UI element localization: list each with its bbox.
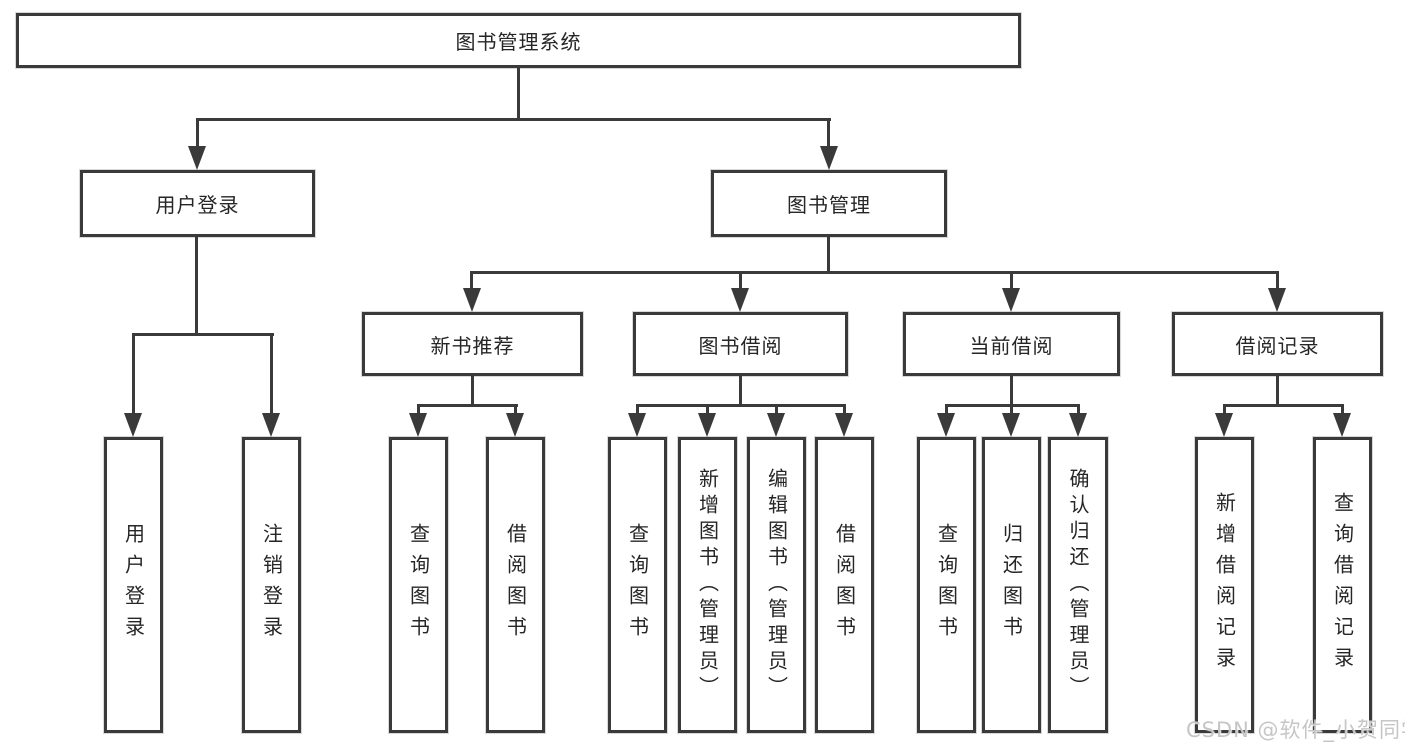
arrow-down-icon: [409, 413, 427, 437]
connector-line: [1276, 271, 1279, 292]
connector-line: [739, 271, 742, 292]
arrow-down-icon: [124, 413, 142, 437]
leaf-add-borrow-record: 新增借阅记录: [1195, 437, 1254, 733]
connector-line: [195, 237, 198, 335]
node-book-management: 图书管理: [711, 170, 947, 237]
leaf-label: 注销登录: [259, 523, 284, 647]
leaf-label: 新增图书（管理员）: [695, 468, 720, 702]
arrow-down-icon: [767, 413, 785, 437]
connector-line: [470, 271, 473, 292]
node-label: 借阅记录: [1235, 333, 1320, 358]
connector-line: [1010, 404, 1013, 418]
connector-line: [1341, 404, 1344, 418]
connector-line: [1223, 404, 1344, 407]
arrow-down-icon: [1069, 413, 1087, 437]
connector-line: [843, 404, 846, 418]
arrow-down-icon: [1002, 288, 1020, 312]
connector-line: [196, 118, 199, 150]
leaf-confirm-return-admin: 确认归还（管理员）: [1048, 437, 1108, 733]
leaf-query-books-recommend: 查询图书: [389, 437, 448, 733]
arrow-down-icon: [698, 413, 716, 437]
leaf-add-books-admin: 新增图书（管理员）: [678, 437, 737, 733]
arrow-down-icon: [835, 413, 853, 437]
arrow-down-icon: [262, 413, 280, 437]
node-new-book-recommend: 新书推荐: [362, 312, 583, 376]
connector-line: [636, 404, 846, 407]
leaf-query-books-borrow: 查询图书: [608, 437, 667, 733]
leaf-logout: 注销登录: [242, 437, 301, 733]
arrow-down-icon: [1333, 413, 1351, 437]
arrow-down-icon: [188, 146, 206, 170]
connector-line: [196, 118, 831, 121]
connector-line: [471, 376, 474, 406]
connector-line: [471, 271, 1279, 274]
node-book-borrow: 图书借阅: [633, 312, 848, 376]
leaf-borrow-books: 借阅图书: [815, 437, 874, 733]
leaf-label: 新增借阅记录: [1212, 492, 1237, 678]
connector-line: [417, 404, 518, 407]
node-label: 图书管理系统: [455, 30, 582, 54]
leaf-label: 借阅图书: [832, 523, 857, 647]
arrow-down-icon: [1002, 413, 1020, 437]
leaf-label: 用户登录: [121, 523, 146, 647]
csdn-watermark: CSDN @软件_小贺同学: [1186, 718, 1405, 742]
connector-line: [132, 333, 274, 336]
leaf-edit-books-admin: 编辑图书（管理员）: [747, 437, 806, 733]
arrow-down-icon: [1215, 413, 1233, 437]
leaf-label: 归还图书: [999, 523, 1024, 647]
node-label: 用户登录: [155, 193, 240, 217]
connector-line: [636, 404, 639, 418]
leaf-return-books: 归还图书: [982, 437, 1041, 733]
node-current-borrow: 当前借阅: [903, 312, 1120, 376]
arrow-down-icon: [937, 413, 955, 437]
node-label: 图书借阅: [698, 333, 783, 358]
arrow-down-icon: [506, 413, 524, 437]
connector-line: [706, 404, 709, 418]
connector-line: [514, 404, 517, 418]
connector-line: [417, 404, 420, 418]
connector-line: [739, 376, 742, 406]
connector-line: [1276, 376, 1279, 406]
leaf-label: 查询借阅记录: [1330, 492, 1355, 678]
leaf-borrow-books-recommend: 借阅图书: [486, 437, 545, 733]
node-library-system: 图书管理系统: [16, 13, 1021, 68]
connector-line: [132, 333, 135, 417]
leaf-label: 编辑图书（管理员）: [764, 468, 789, 702]
node-borrow-records: 借阅记录: [1172, 312, 1383, 376]
connector-line: [775, 404, 778, 418]
leaf-label: 确认归还（管理员）: [1066, 468, 1090, 702]
node-label: 当前借阅: [969, 333, 1054, 358]
leaf-query-books-current: 查询图书: [917, 437, 976, 733]
connector-line: [1223, 404, 1226, 418]
leaf-label: 查询图书: [406, 523, 431, 647]
arrow-down-icon: [820, 146, 838, 170]
node-label: 新书推荐: [430, 333, 515, 358]
connector-line: [1077, 404, 1080, 418]
connector-line: [270, 333, 273, 417]
connector-line: [517, 68, 520, 120]
connector-line: [827, 118, 830, 150]
arrow-down-icon: [731, 288, 749, 312]
leaf-label: 查询图书: [625, 523, 650, 647]
node-label: 图书管理: [787, 193, 871, 217]
arrow-down-icon: [628, 413, 646, 437]
leaf-label: 查询图书: [934, 523, 959, 647]
connector-line: [827, 237, 830, 273]
connector-line: [1010, 271, 1013, 292]
node-user-login: 用户登录: [80, 170, 315, 237]
leaf-label: 借阅图书: [503, 523, 528, 647]
connector-line: [1010, 376, 1013, 406]
arrow-down-icon: [463, 288, 481, 312]
connector-line: [945, 404, 948, 418]
leaf-query-borrow-record: 查询借阅记录: [1313, 437, 1372, 733]
leaf-user-login: 用户登录: [104, 437, 163, 733]
arrow-down-icon: [1268, 288, 1286, 312]
